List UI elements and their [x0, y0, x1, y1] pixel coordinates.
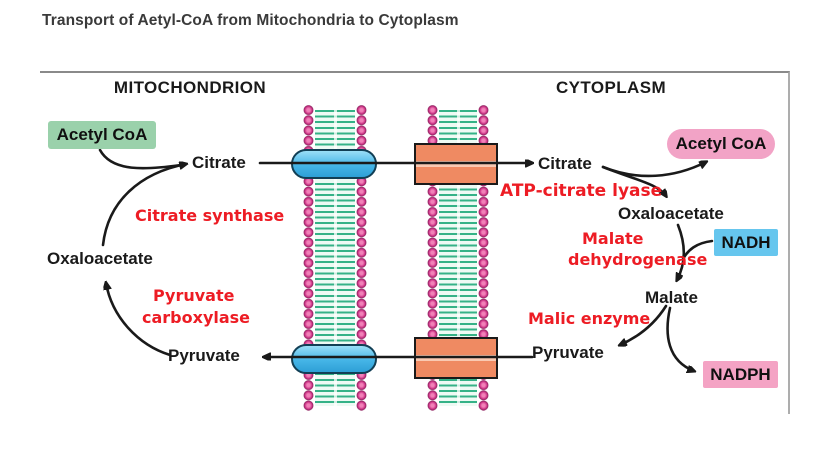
arrows-layer: [98, 148, 714, 414]
enzyme-malic-enzyme: Malic enzyme: [528, 309, 651, 328]
arrow-pyruvate-to-oxaloacetate: [106, 283, 172, 357]
enzyme-malate-dehydrogenase-line2: dehydrogenase: [568, 250, 708, 269]
enzyme-atp-citrate-lyase: ATP-citrate lyase: [500, 181, 663, 201]
metabolite-pyruvate-cyto: Pyruvate: [532, 343, 604, 362]
metabolite-citrate-cyto: Citrate: [538, 154, 592, 173]
metabolite-malate-cyto: Malate: [645, 288, 698, 307]
metabolite-citrate-mito: Citrate: [192, 153, 246, 172]
enzyme-citrate-synthase: Citrate synthase: [135, 206, 285, 225]
arrow-oxaloacetate-to-malate: [677, 223, 686, 280]
lipid-heads-right: [355, 105, 368, 411]
arrow-acetylcoa-feed: [98, 148, 183, 170]
enzyme-pyruvate-carboxylase-line2: carboxylase: [142, 308, 251, 327]
enzyme-malate-dehydrogenase-line1: Malate: [582, 229, 644, 248]
enzyme-pyruvate-carboxylase-line1: Pyruvate: [153, 286, 235, 305]
cofactor-nadph: NADPH: [703, 361, 778, 388]
lipid-heads-left: [302, 105, 315, 411]
metabolite-oxaloacetate-mito: Oxaloacetate: [47, 249, 153, 268]
metabolite-oxaloacetate-cyto: Oxaloacetate: [618, 204, 724, 223]
arrow-citrate-to-oxaloacetate: [601, 165, 666, 196]
metabolite-acetyl-coa-cyto: Acetyl CoA: [667, 129, 775, 159]
arrow-oxaloacetate-to-citrate: [101, 164, 186, 247]
arrow-nadh-join: [681, 239, 714, 261]
arrow-malate-to-nadph: [666, 306, 694, 371]
pyruvate-transporter-icon: [291, 344, 377, 374]
arrow-malate-to-pyruvate: [620, 304, 668, 345]
pathway-figure: MITOCHONDRION CYTOPLASM Acetyl C: [40, 71, 790, 414]
page-title: Transport of Aetyl-CoA from Mitochondria…: [42, 12, 459, 29]
metabolite-pyruvate-mito: Pyruvate: [168, 346, 240, 365]
cofactor-nadh: NADH: [714, 229, 778, 256]
region-label-mitochondrion: MITOCHONDRION: [113, 78, 267, 97]
region-label-cytoplasm: CYTOPLASM: [555, 78, 667, 97]
metabolite-acetyl-coa-mito: Acetyl CoA: [48, 121, 156, 149]
